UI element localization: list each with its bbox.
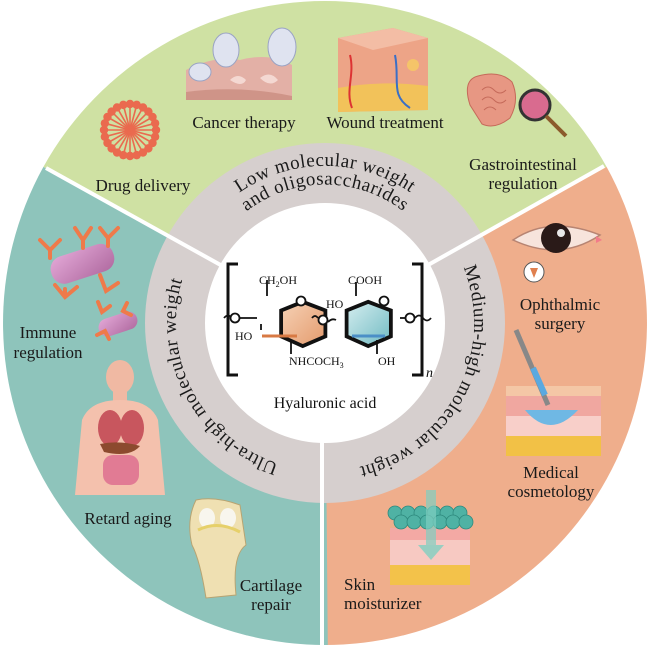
- lipid-tail: [129, 129, 152, 137]
- glcnac-ring: [279, 299, 328, 349]
- hyaluronic-acid-title: Hyaluronic acid: [274, 395, 377, 412]
- lipid-tail: [129, 129, 150, 142]
- lipid-tail: [129, 118, 150, 131]
- lipid-head: [150, 132, 160, 141]
- item-medical-cosmetology: Medical cosmetology: [506, 329, 601, 501]
- item-retard-aging: Retard aging: [75, 360, 172, 528]
- oh-label: OH: [378, 354, 396, 368]
- ho-right-label: HO: [326, 297, 344, 311]
- ha-droplet: [393, 514, 409, 530]
- lipid-head: [112, 103, 122, 112]
- ho-left-label: HO: [235, 329, 253, 343]
- lipid-tail: [129, 129, 142, 150]
- right-chain-bond: [414, 314, 432, 322]
- lipid-head: [151, 125, 161, 135]
- label-skin-line2: moisturizer: [344, 594, 422, 613]
- item-cartilage-repair: Cartilage repair: [189, 498, 302, 614]
- lipid-tail: [108, 123, 131, 131]
- ha-droplet: [445, 514, 461, 530]
- antibody-icon: [38, 226, 138, 341]
- glca-ring: [344, 299, 393, 349]
- lipid-head: [125, 99, 135, 109]
- lipid-head: [148, 112, 157, 122]
- item-wound-treatment: Wound treatment: [326, 28, 444, 132]
- item-drug-delivery: Drug delivery: [96, 99, 191, 195]
- lipid-tail: [113, 129, 131, 147]
- lipid-head: [132, 100, 141, 110]
- lipid-tail: [129, 113, 147, 131]
- lipid-tail: [118, 110, 131, 131]
- label-gastrointestinal-line1: Gastrointestinal: [469, 155, 577, 174]
- label-ophthalmic-line2: surgery: [535, 314, 586, 333]
- lipid-head: [125, 151, 135, 161]
- item-skin-moisturizer: Skin moisturizer: [344, 490, 474, 613]
- hyaluronic-acid-structure: n CH2OH HO NHCOCH3 COOH HO OH Hyaluronic…: [223, 262, 433, 412]
- intestine-magnifier-icon: [466, 73, 568, 138]
- lipid-tail: [110, 129, 131, 142]
- left-bracket: [226, 262, 238, 377]
- human-body-icon: [75, 360, 165, 495]
- label-wound-treatment: Wound treatment: [326, 113, 443, 132]
- lipid-tail: [123, 129, 131, 152]
- lipid-tail: [129, 129, 137, 152]
- lipid-tail: [129, 108, 137, 131]
- glycosidic-oxygen: [404, 312, 416, 324]
- syringe-skin-icon: [506, 329, 601, 456]
- ha-droplet: [458, 514, 474, 530]
- ring-oxygen: [378, 295, 390, 307]
- lipid-head: [100, 119, 110, 128]
- label-cancer-therapy: Cancer therapy: [192, 113, 296, 132]
- lipid-head: [138, 148, 148, 157]
- right-bracket: [412, 262, 424, 377]
- lipid-head: [119, 150, 128, 160]
- label-cartilage-line2: repair: [251, 595, 291, 614]
- lipid-tail: [113, 113, 131, 131]
- skin-tissue-icon: [338, 28, 428, 112]
- label-immune-line2: regulation: [14, 343, 83, 362]
- moisturized-skin-icon: [387, 490, 474, 585]
- ch2oh-label: CH2OH: [259, 273, 297, 289]
- lipid-tail: [129, 129, 147, 147]
- glycosidic-oxygen: [229, 312, 241, 324]
- repeat-unit-n: n: [426, 366, 433, 381]
- nhcoch3-label: NHCOCH3: [289, 354, 344, 370]
- cooh-label: COOH: [348, 273, 382, 287]
- lipid-head: [150, 119, 160, 128]
- glycosidic-oxygen: [317, 314, 329, 326]
- lipid-tail: [108, 129, 131, 137]
- lipid-head: [99, 125, 109, 135]
- label-gastrointestinal-line2: regulation: [489, 174, 558, 193]
- lipid-head: [132, 150, 141, 160]
- item-ophthalmic-surgery: Ophthalmic surgery: [511, 223, 602, 333]
- lipid-tail: [129, 123, 152, 131]
- item-cancer-therapy: Cancer therapy: [186, 27, 297, 132]
- ha-droplet: [406, 514, 422, 530]
- label-retard-aging: Retard aging: [84, 509, 172, 528]
- label-drug-delivery: Drug delivery: [96, 176, 191, 195]
- liposome-icon: [99, 99, 161, 161]
- label-cartilage-line1: Cartilage: [240, 576, 302, 595]
- ring-oxygen: [295, 295, 307, 307]
- tumor-cells-icon: [186, 27, 297, 100]
- label-skin-line1: Skin: [344, 575, 376, 594]
- label-medical-line1: Medical: [523, 463, 579, 482]
- eye-icon: [511, 223, 602, 283]
- bond: [311, 315, 319, 319]
- label-ophthalmic-line1: Ophthalmic: [520, 295, 601, 314]
- lipid-head: [103, 138, 112, 148]
- lipid-tail: [118, 129, 131, 150]
- lipid-tail: [129, 110, 142, 131]
- label-medical-line2: cosmetology: [508, 482, 595, 501]
- lipid-tail: [110, 118, 131, 131]
- label-immune-line1: Immune: [20, 323, 77, 342]
- lipid-tail: [123, 108, 131, 131]
- lipid-head: [100, 132, 110, 141]
- lipid-head: [119, 100, 128, 110]
- knee-joint-icon: [189, 498, 247, 599]
- item-gastrointestinal-regulation: Gastrointestinal regulation: [466, 73, 577, 193]
- item-immune-regulation: Immune regulation: [14, 226, 138, 362]
- bond: [327, 318, 337, 323]
